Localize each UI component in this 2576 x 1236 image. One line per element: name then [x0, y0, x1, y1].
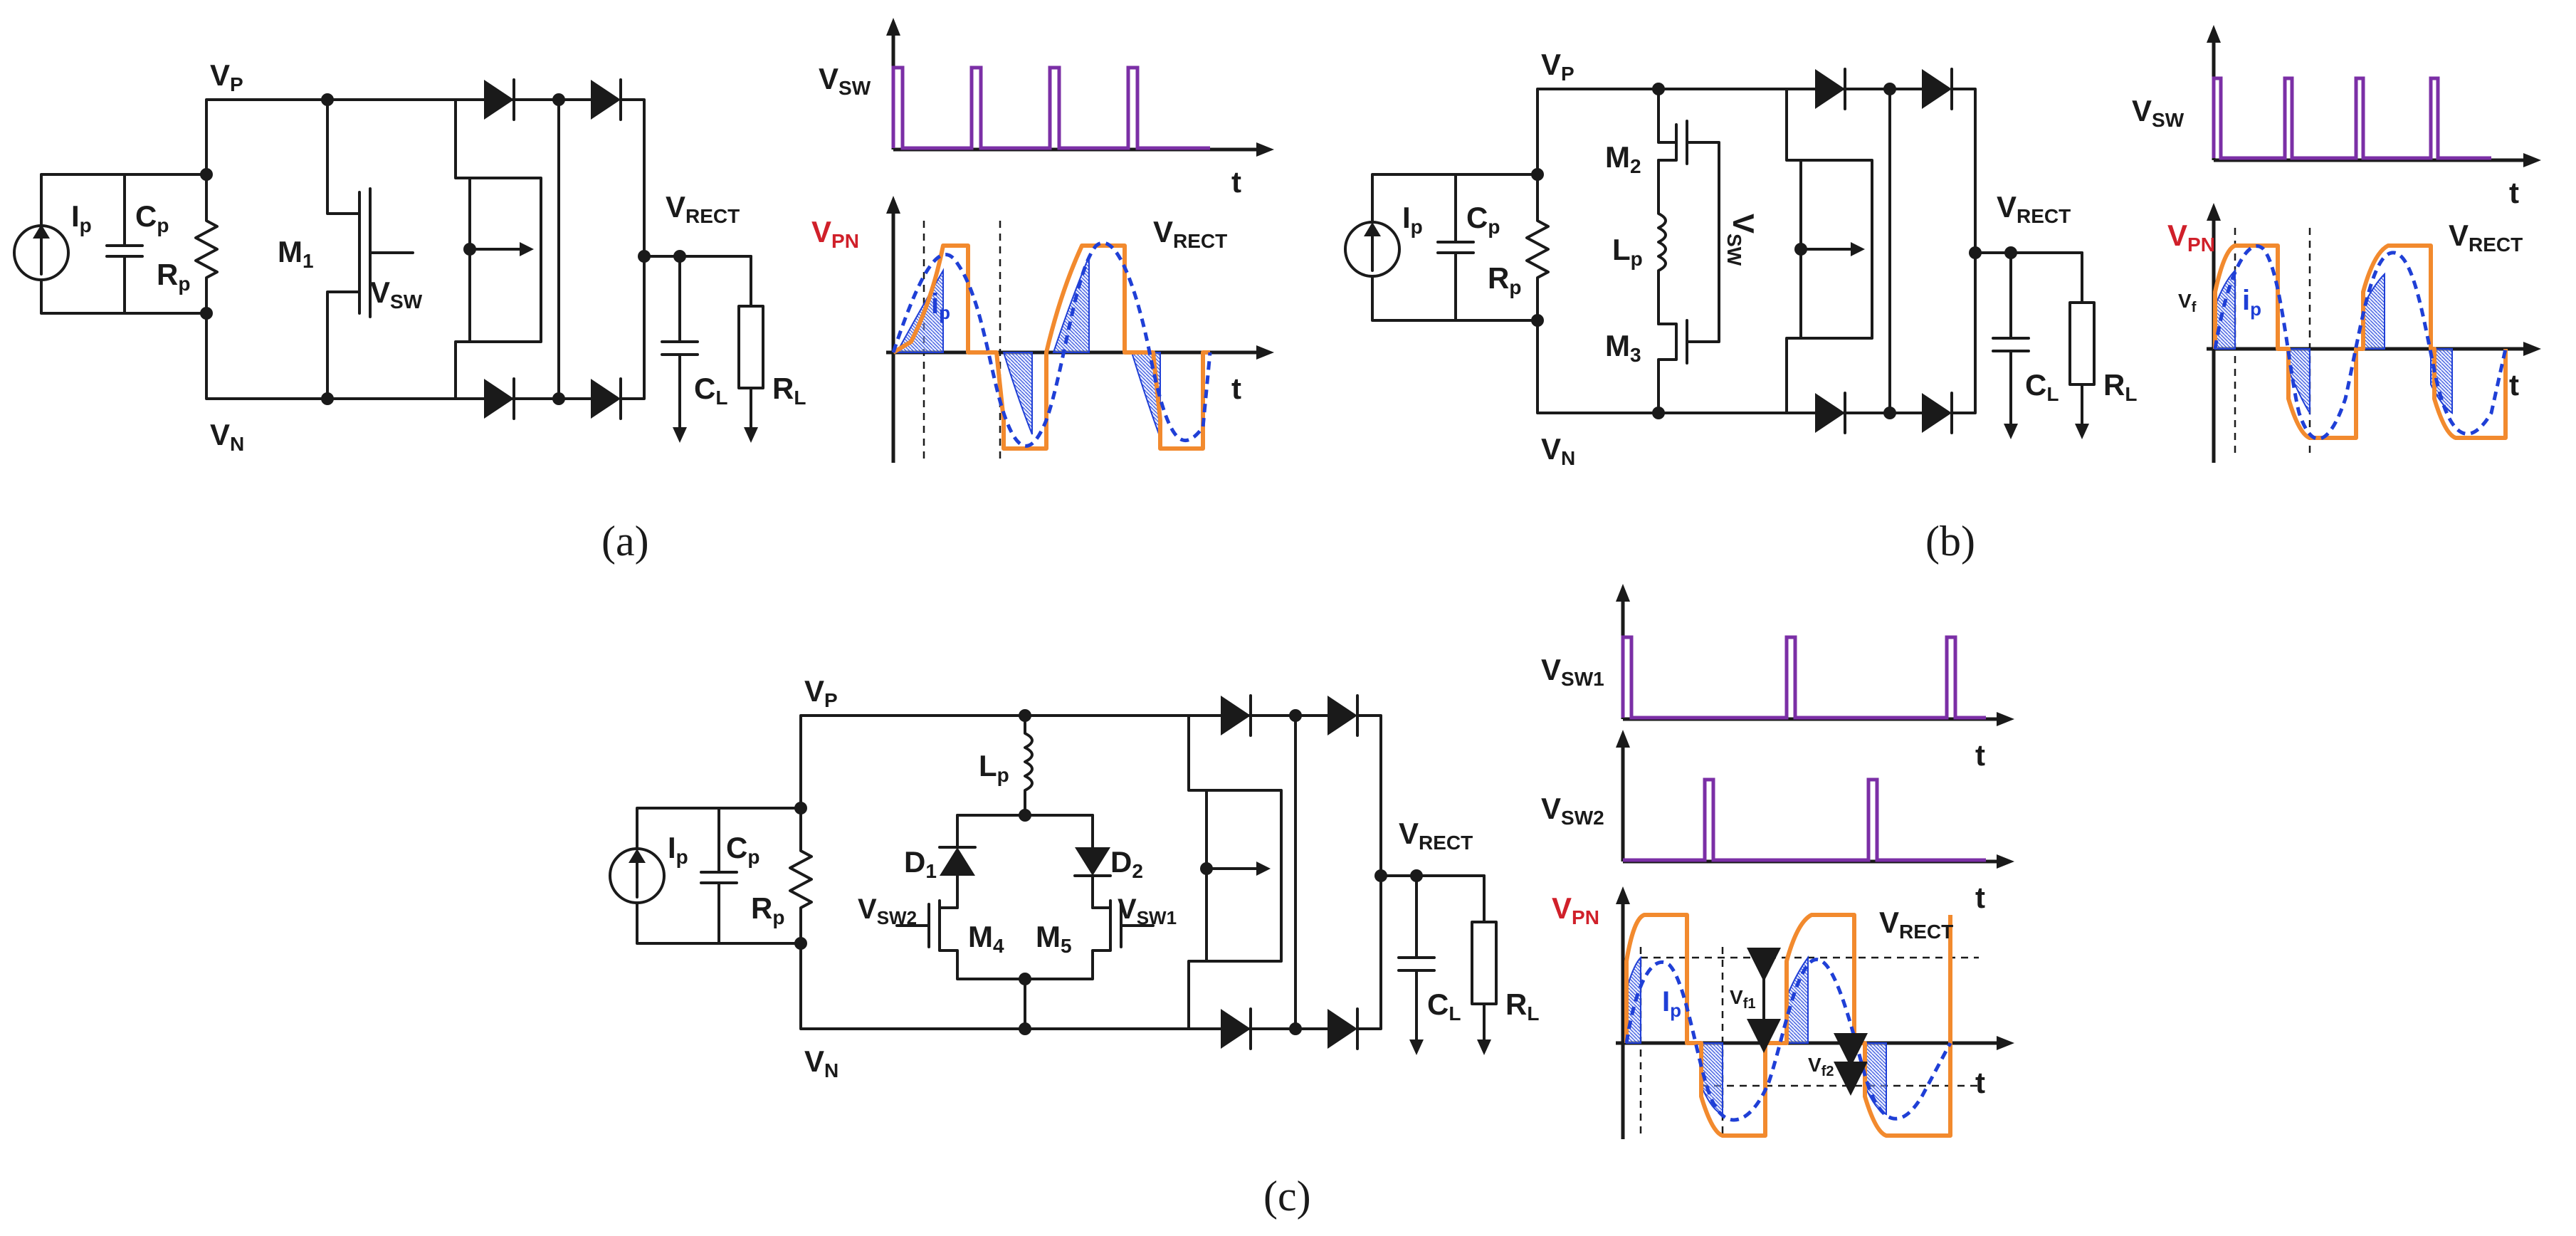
label-ip-b: Ip [1402, 201, 1423, 238]
caption-b: (b) [1925, 518, 1975, 565]
resistor-rp-a [194, 173, 219, 315]
plot-a-vrect: VRECT [1153, 215, 1227, 252]
caption-c: (c) [1263, 1173, 1311, 1220]
label-vsw-gate-b: VSW [1723, 214, 1760, 266]
label-vrect-a: VRECT [666, 190, 740, 227]
plot-c-vf2: Vf2 [1808, 1054, 1834, 1079]
label-cl-c: CL [1427, 988, 1461, 1025]
vsw1-trace-c [1621, 635, 1986, 720]
plot-a-t1: t [1231, 165, 1241, 199]
plot-c-vpn: VPN [1552, 891, 1599, 928]
diode-a-1 [484, 80, 514, 120]
label-vn-a: VN [210, 418, 244, 455]
vpn-trace-b [2213, 243, 2508, 440]
panel-a-plot [886, 18, 1274, 463]
label-m1: M1 [278, 235, 314, 272]
label-rp-b: Rp [1488, 261, 1521, 298]
panel-c-plot [1616, 584, 2014, 1139]
diode-a-3 [484, 379, 514, 419]
plot-c-t3: t [1975, 1066, 1985, 1099]
plot-a-vsw: VSW [819, 62, 871, 99]
plot-c-ip: Ip [1662, 986, 1681, 1021]
inductor-lp-c [1024, 714, 1034, 817]
vsw2-trace-c [1623, 777, 1986, 862]
ip-trace-b [2213, 244, 2508, 441]
plot-b-t2: t [2509, 368, 2519, 402]
label-vrect-b: VRECT [1997, 190, 2071, 227]
caption-a: (a) [601, 518, 649, 565]
label-vn-c: VN [804, 1044, 838, 1082]
plot-c-vf1: Vf1 [1730, 986, 1755, 1012]
label-d2: D2 [1110, 845, 1143, 882]
plot-a-ip: ip [931, 288, 950, 323]
diode-a-4 [591, 379, 621, 419]
plot-c-t2: t [1975, 881, 1985, 914]
plot-b-vrect: VRECT [2449, 219, 2523, 256]
vpn-trace-c [1624, 913, 1952, 1138]
panel-a-circuit [13, 78, 764, 443]
plot-b-vpn: VPN [2167, 219, 2215, 256]
diode-a-2 [591, 80, 621, 120]
label-lp-b: Lp [1612, 233, 1643, 270]
diode-d2 [1075, 847, 1110, 876]
plot-b-t1: t [2509, 176, 2519, 209]
label-m5: M5 [1036, 920, 1072, 957]
label-m3: M3 [1605, 329, 1641, 366]
label-m2: M2 [1605, 140, 1641, 177]
label-vn-b: VN [1541, 432, 1575, 469]
label-rp-c: Rp [751, 891, 784, 928]
plot-b-vsw: VSW [2132, 94, 2185, 131]
label-lp-c: Lp [979, 749, 1009, 786]
label-vp-c: VP [804, 674, 838, 711]
capacitor-cp-a [105, 173, 144, 315]
label-vrect-c: VRECT [1399, 817, 1473, 854]
label-vp-b: VP [1541, 48, 1574, 85]
plot-c-t1: t [1975, 738, 1985, 772]
plot-b-ip: ip [2242, 285, 2261, 320]
transistor-m1 [326, 98, 414, 400]
plot-c-vrect: VRECT [1879, 906, 1953, 943]
vsw-trace-a [891, 66, 1210, 150]
plot-c-vsw1: VSW1 [1541, 653, 1604, 690]
label-rl-a: RL [772, 372, 806, 409]
panel-b-plot [2207, 25, 2541, 463]
diode-d1 [940, 847, 975, 876]
ip-trace-a [891, 241, 1212, 448]
label-ip-c: Ip [668, 831, 688, 868]
label-cl-b: CL [2025, 368, 2059, 405]
label-m4: M4 [968, 920, 1004, 957]
label-cp-a: Cp [135, 199, 169, 236]
capacitor-cl-a [643, 255, 752, 436]
label-rp-a: Rp [157, 258, 190, 295]
plot-b-vf: Vf [2178, 290, 2197, 315]
panel-c-circuit [609, 694, 1498, 1055]
label-vsw2-gate: VSW2 [858, 894, 917, 928]
resistor-rl-a [737, 305, 764, 389]
label-vsw1-gate: VSW1 [1118, 894, 1177, 928]
label-rl-b: RL [2103, 368, 2137, 405]
label-ip-a: Ip [71, 199, 92, 236]
inductor-lp-b [1657, 159, 1667, 325]
vsw-trace-b [2212, 76, 2491, 160]
label-d1: D1 [904, 845, 937, 882]
label-cl-a: CL [694, 372, 727, 409]
label-cp-b: Cp [1466, 201, 1500, 238]
plot-a-t2: t [1231, 372, 1241, 405]
panel-b-circuit [1344, 68, 2096, 439]
plot-a-vpn: VPN [811, 215, 859, 252]
label-rl-c: RL [1505, 988, 1539, 1025]
label-cp-c: Cp [726, 831, 759, 868]
vpn-trace-a [892, 243, 1210, 451]
label-vp-a: VP [210, 58, 243, 95]
plot-c-vsw2: VSW2 [1541, 792, 1604, 829]
label-vsw-gate-a: VSW [370, 276, 423, 313]
